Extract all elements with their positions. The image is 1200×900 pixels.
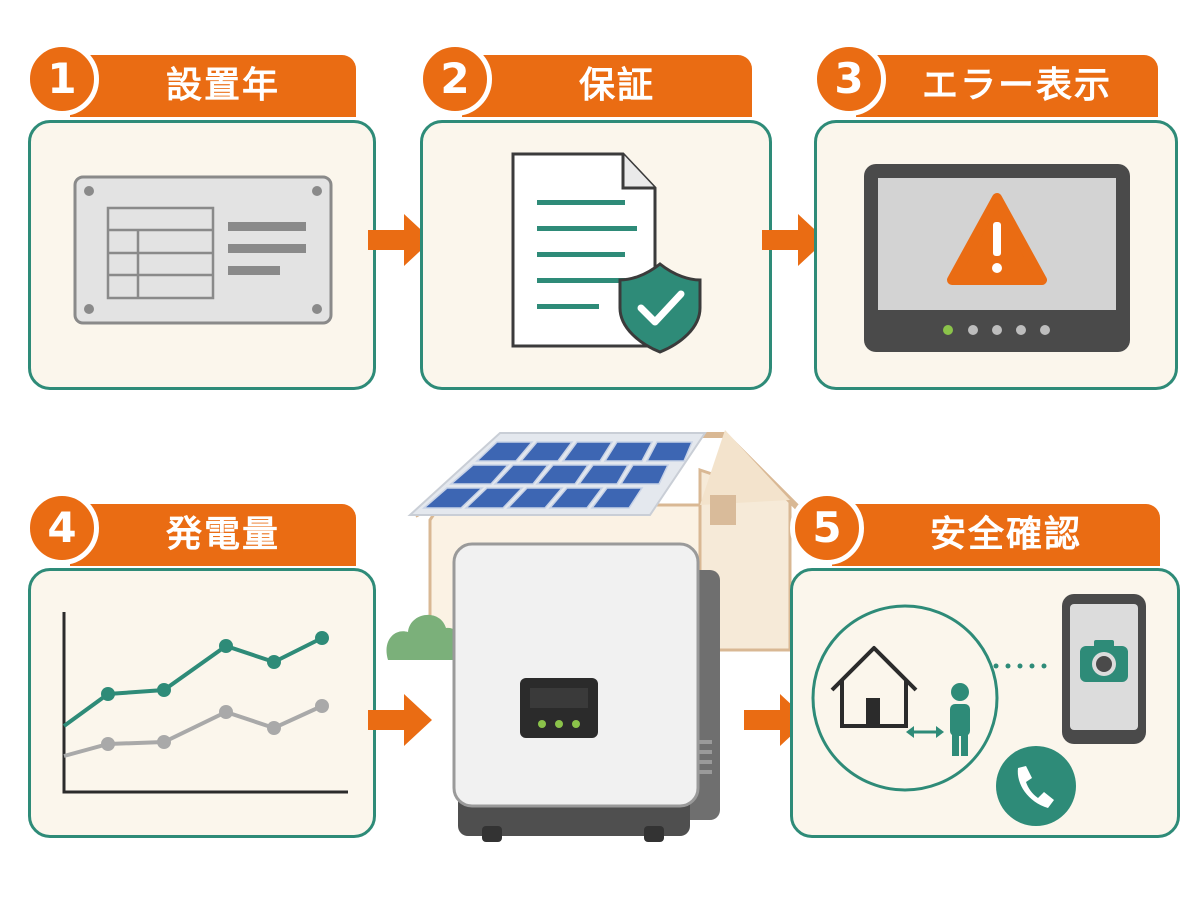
arrow-right-icon bbox=[762, 214, 826, 266]
inverter-icon bbox=[452, 542, 720, 842]
phone-call-icon bbox=[996, 746, 1076, 826]
step-5-number-badge: 5 bbox=[790, 491, 864, 565]
safety-check-illustration bbox=[811, 594, 1146, 826]
step-3-number-badge: 3 bbox=[812, 42, 886, 116]
step-4-title: 発電量 bbox=[70, 504, 356, 566]
step-2-title: 保証 bbox=[462, 55, 752, 117]
arrow-right-icon bbox=[368, 694, 432, 746]
step-4-number-badge: 4 bbox=[25, 491, 99, 565]
warranty-document-icon bbox=[511, 152, 702, 354]
smartphone-camera-icon bbox=[1062, 594, 1146, 744]
nameplate-icon bbox=[73, 175, 333, 325]
person-icon bbox=[950, 683, 970, 756]
step-1-title: 設置年 bbox=[70, 55, 356, 117]
step-5-title: 安全確認 bbox=[832, 504, 1160, 566]
arrow-right-icon bbox=[368, 214, 432, 266]
step-1-number-badge: 1 bbox=[25, 42, 99, 116]
shield-check-icon bbox=[618, 262, 702, 354]
step-2-number-badge: 2 bbox=[418, 42, 492, 116]
house-icon bbox=[830, 646, 918, 728]
warning-display-icon bbox=[864, 164, 1130, 352]
step-3-title: エラー表示 bbox=[856, 55, 1158, 117]
line-graph-icon bbox=[62, 612, 348, 794]
